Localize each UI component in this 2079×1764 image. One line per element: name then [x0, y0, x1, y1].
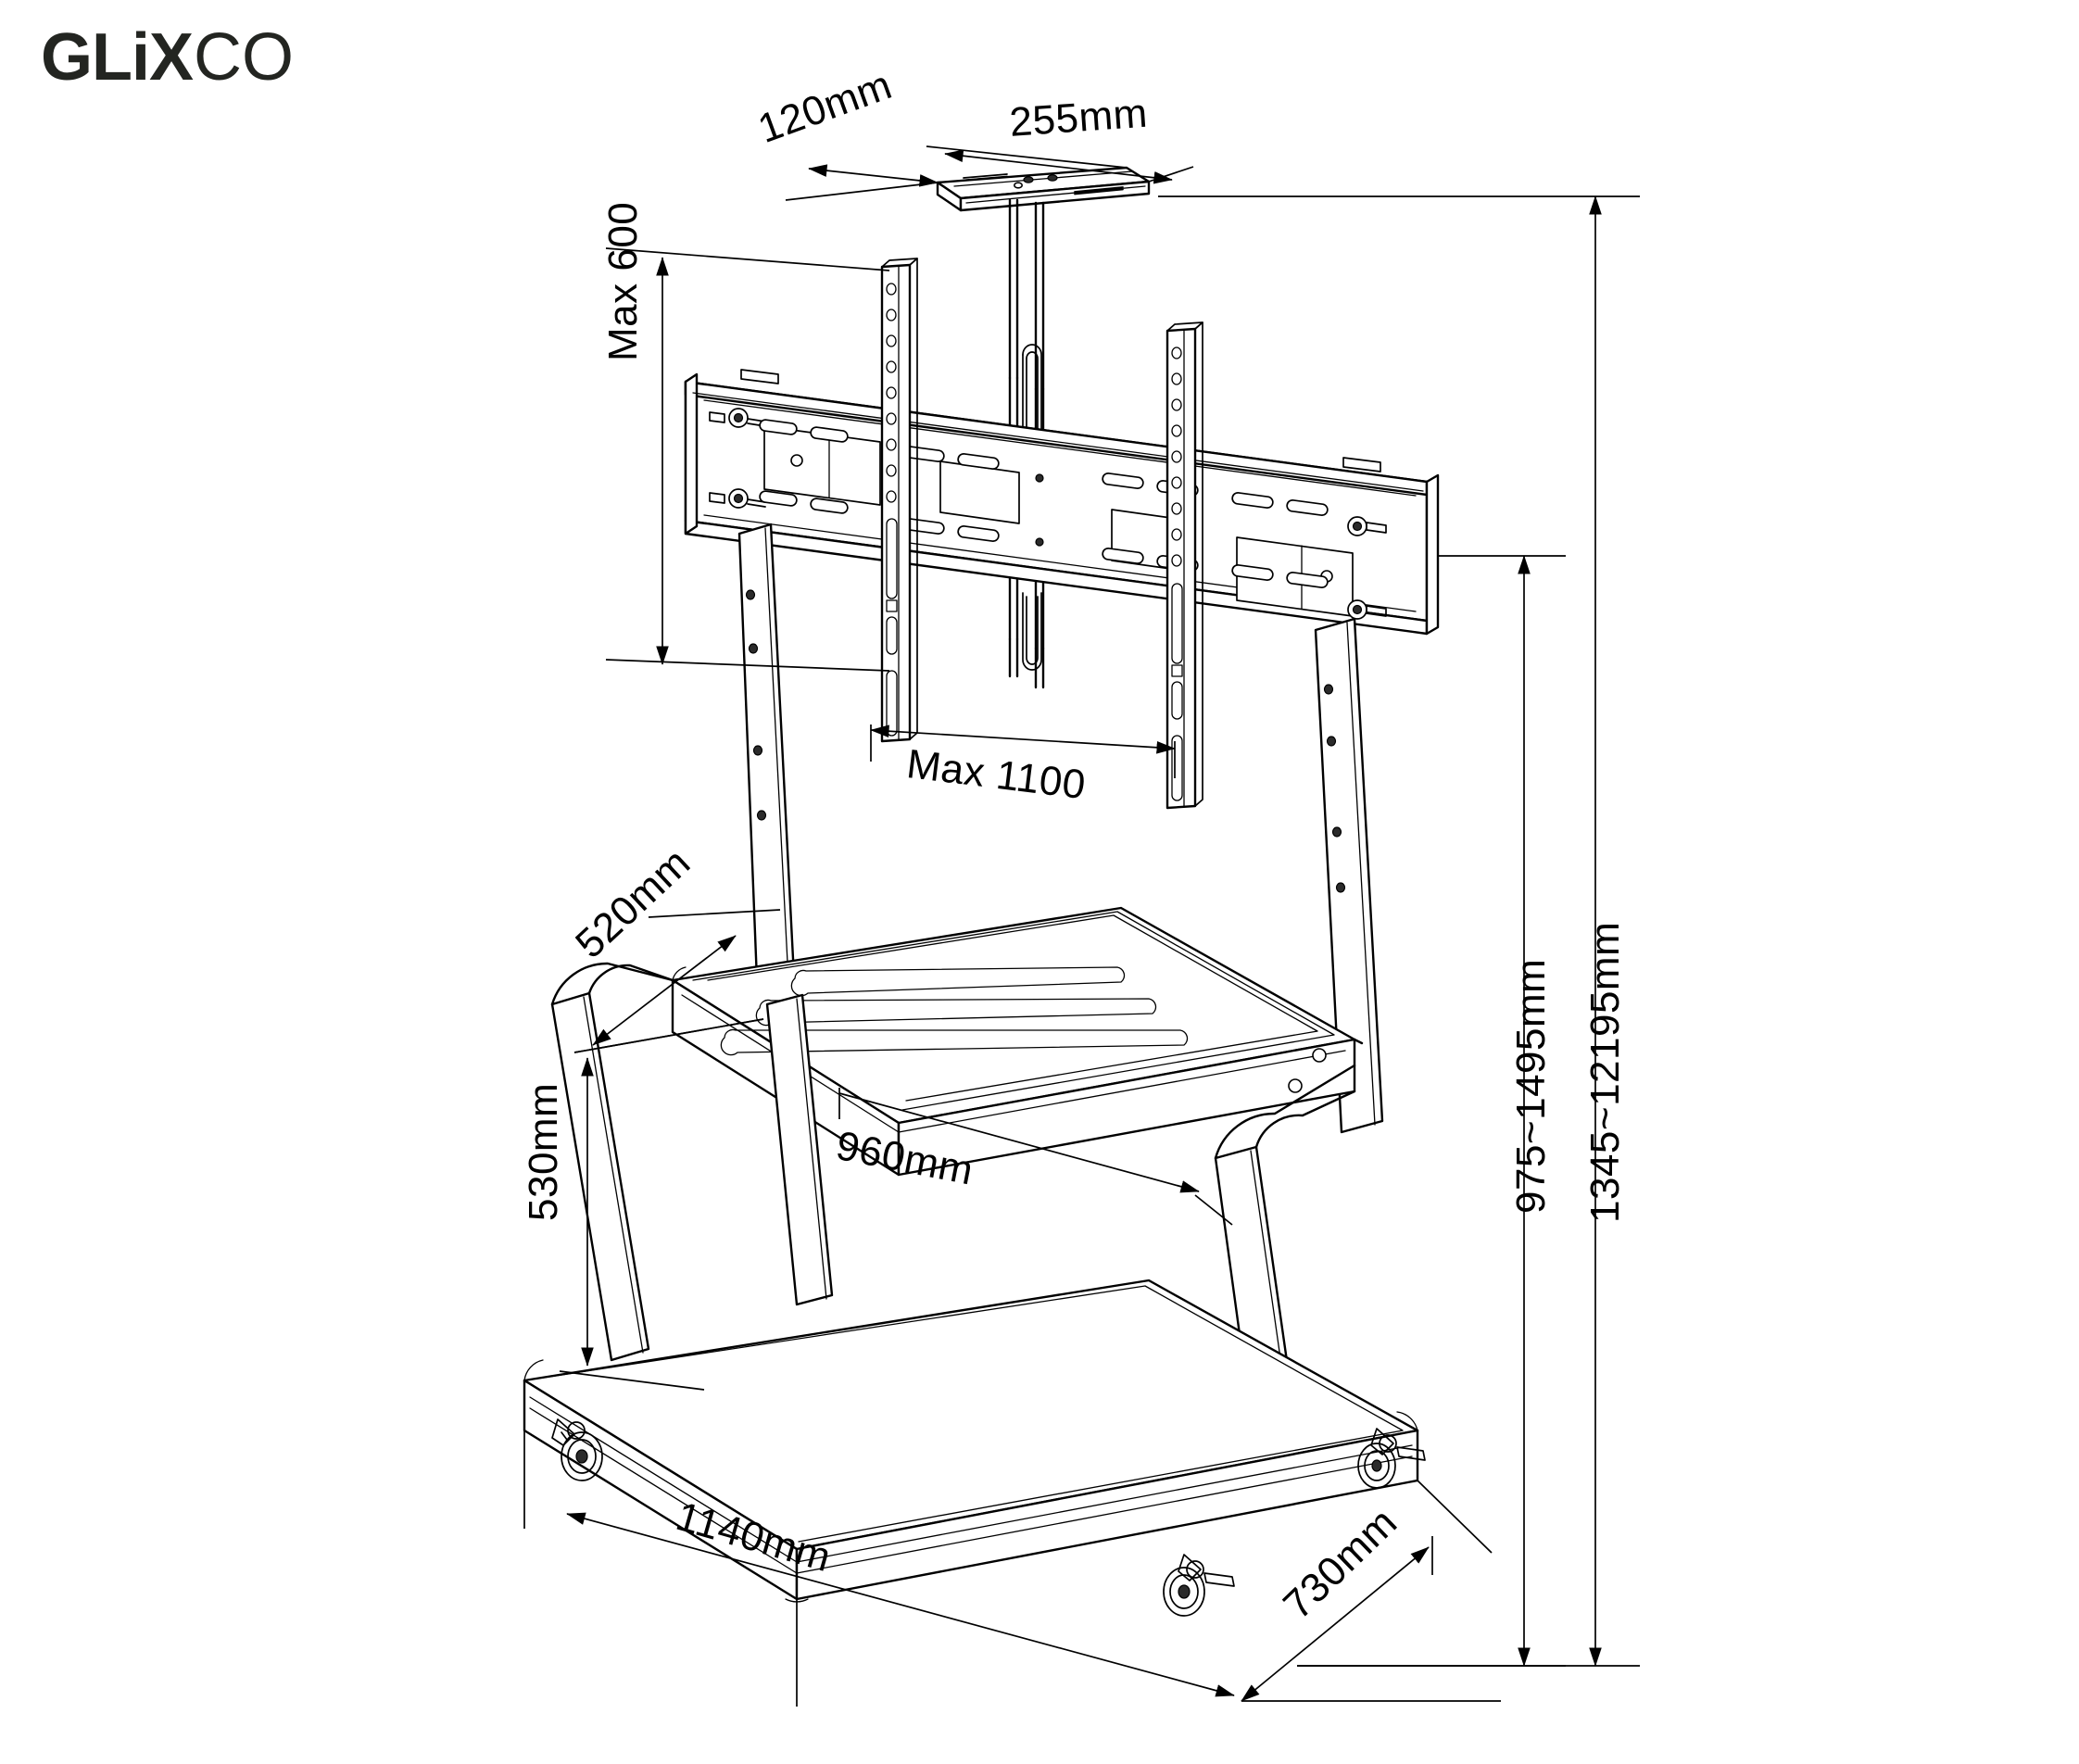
dimension-line-730mm [1241, 1480, 1501, 1702]
dimension-label-1345-12195mm: 1345~12195mm [1582, 921, 1628, 1223]
dimension-line-960mm [838, 1088, 1233, 1226]
bracket-slot-holes [759, 419, 1329, 588]
front-left-leg [550, 962, 674, 1362]
bracket-bolt-right-top [1347, 516, 1387, 536]
dimension-label-975-1495mm: 975~1495mm [1508, 958, 1554, 1214]
dimension-line-255mm [944, 149, 1194, 184]
dimension-line-1140mm [523, 1430, 1235, 1707]
brand-logo: GLiX CO [41, 24, 294, 91]
dimension-line-max600 [605, 247, 890, 672]
dimension-label-255mm: 255mm [1008, 90, 1150, 145]
bracket-bolt-right-bottom [1347, 599, 1387, 620]
rear-left-leg [765, 993, 834, 1306]
dimension-label-max600: Max 600 [600, 201, 646, 361]
dimension-line-max1100 [870, 724, 1176, 778]
brand-logo-light-text: CO [194, 20, 295, 94]
dimension-line-1345-12195mm [1158, 195, 1640, 1667]
base-platform [523, 1279, 1419, 1603]
caster-rear-right [1357, 1428, 1426, 1489]
tv-mount-bracket [684, 369, 1440, 636]
brand-logo-bold-text: GLiX [41, 20, 194, 94]
dimension-line-530mm [559, 1018, 764, 1391]
screen-mount-rail-right [1166, 321, 1203, 810]
dimension-label-530mm: 530mm [521, 1082, 566, 1221]
caster-front-left [551, 1418, 603, 1481]
right-upright-column [1314, 617, 1384, 1134]
bracket-bolt-left-top [709, 408, 766, 428]
screen-mount-rail-left [880, 258, 918, 743]
caster-front-right [1163, 1554, 1235, 1617]
left-upright-column [737, 523, 797, 1006]
